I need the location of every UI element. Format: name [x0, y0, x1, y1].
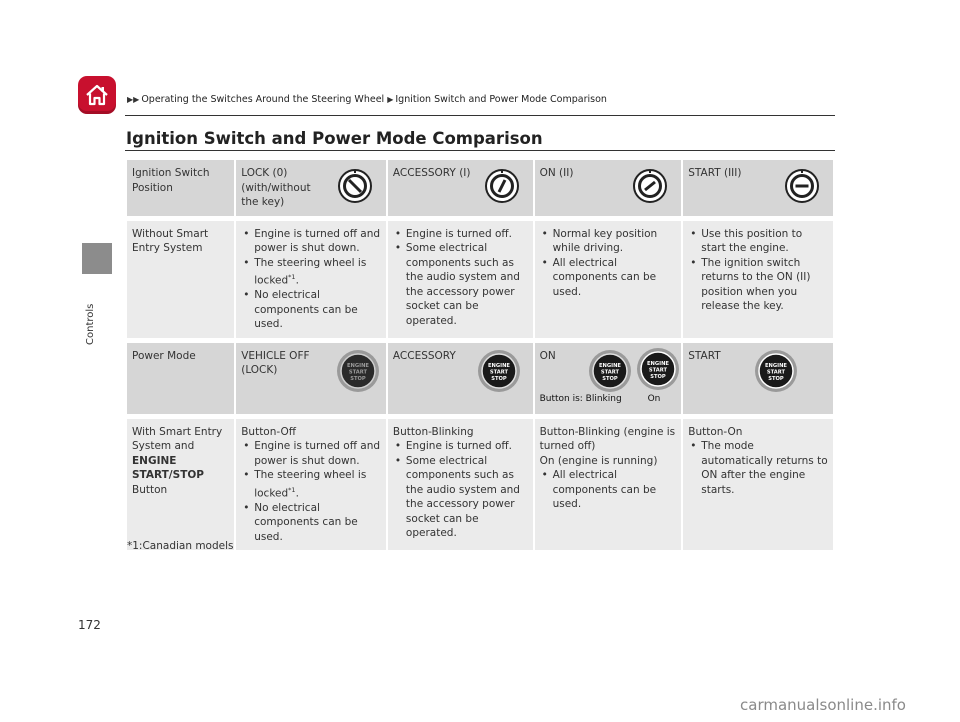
svg-text:START: START	[349, 369, 368, 375]
list-item: Engine is turned off.	[393, 439, 528, 454]
svg-text:ENGINE: ENGINE	[347, 363, 369, 369]
mode-label: VEHICLE OFF (LOCK)	[241, 349, 310, 377]
position-label: ON (II)	[539, 167, 574, 179]
comparison-table: Ignition Switch Position LOCK (0) (with/…	[125, 160, 835, 550]
svg-text:ENGINE: ENGINE	[765, 363, 787, 369]
breadcrumb: ▶▶Operating the Switches Around the Stee…	[127, 94, 607, 105]
off-description-list: Engine is turned off and power is shut d…	[241, 439, 381, 544]
on-description-list: Normal key position while driving. All e…	[540, 227, 677, 300]
lock-description-list: Engine is turned off and power is shut d…	[241, 227, 381, 332]
section-tab-marker	[82, 243, 112, 274]
mode-label: START	[688, 349, 721, 362]
engine-button-name: ENGINE START/STOP	[132, 454, 204, 482]
list-item: The mode automatically returns to ON aft…	[688, 439, 828, 497]
svg-text:ENGINE: ENGINE	[488, 363, 510, 369]
title-divider	[125, 150, 835, 151]
start-position-icon	[785, 169, 819, 203]
engine-button-blinking-icon: ENGINE START STOP	[477, 349, 520, 392]
row-label: Ignition Switch Position	[127, 160, 235, 216]
breadcrumb-link[interactable]: Operating the Switches Around the Steeri…	[141, 94, 385, 105]
section-tab-label: Controls	[85, 303, 96, 345]
list-item: Some electrical components such as the a…	[393, 241, 528, 328]
list-item: Use this position to start the engine.	[688, 227, 828, 256]
mode-label: ON	[539, 349, 556, 362]
position-label: LOCK (0) (with/without the key)	[241, 167, 311, 208]
list-item: Some electrical components such as the a…	[393, 454, 528, 541]
on-position-icon	[633, 169, 668, 203]
svg-text:STOP: STOP	[769, 376, 785, 382]
svg-text:START: START	[767, 369, 786, 375]
watermark: carmanualsonline.info	[740, 696, 906, 714]
lock-position-icon	[337, 169, 372, 203]
on-mode-description-list: All electrical components can be used.	[540, 468, 677, 512]
svg-text:START: START	[648, 367, 667, 373]
without-smart-entry-row: Without Smart Entry System Engine is tur…	[127, 220, 833, 338]
engine-button-off-icon: ENGINE START STOP	[337, 349, 380, 392]
page-title: Ignition Switch and Power Mode Compariso…	[126, 129, 543, 148]
list-item: Normal key position while driving.	[540, 227, 677, 256]
list-item: Engine is turned off and power is shut d…	[241, 227, 381, 256]
row-label: Power Mode	[127, 342, 235, 414]
house-icon	[86, 84, 108, 106]
row-label: Without Smart Entry System	[127, 220, 235, 338]
blinking-description-list: Engine is turned off. Some electrical co…	[393, 439, 528, 541]
footnote-ref: *1	[288, 273, 296, 281]
engine-button-blinking-icon: ENGINE START STOP	[588, 349, 631, 392]
svg-text:STOP: STOP	[491, 376, 507, 382]
button-state: On (engine is running)	[539, 454, 658, 467]
page-number: 172	[78, 618, 101, 632]
list-item: Engine is turned off and power is shut d…	[241, 439, 381, 468]
svg-text:START: START	[490, 369, 509, 375]
power-mode-row: Power Mode VEHICLE OFF (LOCK) ENGINE STA…	[127, 342, 833, 414]
position-label: ACCESSORY (I)	[392, 167, 471, 179]
list-item: No electrical components can be used.	[241, 288, 381, 332]
button-state: Button-On	[688, 425, 743, 438]
svg-text:STOP: STOP	[650, 374, 666, 380]
home-icon[interactable]	[78, 76, 116, 114]
blinking-caption: Button is: Blinking	[539, 393, 622, 404]
button-state: Button-Blinking (engine is turned off)	[539, 425, 676, 453]
engine-button-on-icon: ENGINE START STOP	[755, 349, 798, 392]
svg-text:STOP: STOP	[602, 376, 618, 382]
mode-label: ACCESSORY	[392, 349, 456, 362]
button-state: Button-Off	[241, 425, 296, 438]
list-item: No electrical components can be used.	[241, 501, 381, 545]
list-item: The steering wheel is locked*1.	[241, 256, 381, 289]
row-label: With Smart Entry System and ENGINE START…	[127, 418, 235, 550]
breadcrumb-arrow-icon: ▶▶	[127, 95, 140, 104]
list-item: Engine is turned off.	[393, 227, 528, 242]
start-mode-description-list: The mode automatically returns to ON aft…	[688, 439, 828, 497]
accessory-description-list: Engine is turned off. Some electrical co…	[393, 227, 528, 329]
on-caption: On	[647, 393, 661, 404]
ignition-position-row: Ignition Switch Position LOCK (0) (with/…	[127, 160, 833, 216]
position-label: START (III)	[688, 167, 742, 179]
start-description-list: Use this position to start the engine. T…	[688, 227, 828, 314]
header-divider	[125, 115, 835, 116]
engine-button-on-icon: ENGINE START STOP	[636, 347, 679, 390]
with-smart-entry-row: With Smart Entry System and ENGINE START…	[127, 418, 833, 550]
svg-text:STOP: STOP	[350, 376, 366, 382]
footnote: *1:Canadian models	[127, 540, 234, 552]
list-item: The ignition switch returns to the ON (I…	[688, 256, 828, 314]
svg-text:ENGINE: ENGINE	[647, 361, 669, 367]
accessory-position-icon	[484, 169, 519, 203]
footnote-ref: *1	[288, 485, 296, 494]
button-state: Button-Blinking	[392, 425, 474, 438]
list-item: All electrical components can be used.	[540, 256, 677, 300]
list-item: All electrical components can be used.	[540, 468, 677, 512]
list-item: The steering wheel is locked*1.	[241, 468, 381, 501]
breadcrumb-arrow-icon: ▶	[387, 95, 394, 104]
svg-text:ENGINE: ENGINE	[599, 363, 621, 369]
breadcrumb-current: Ignition Switch and Power Mode Compariso…	[395, 94, 607, 105]
svg-text:START: START	[600, 369, 619, 375]
